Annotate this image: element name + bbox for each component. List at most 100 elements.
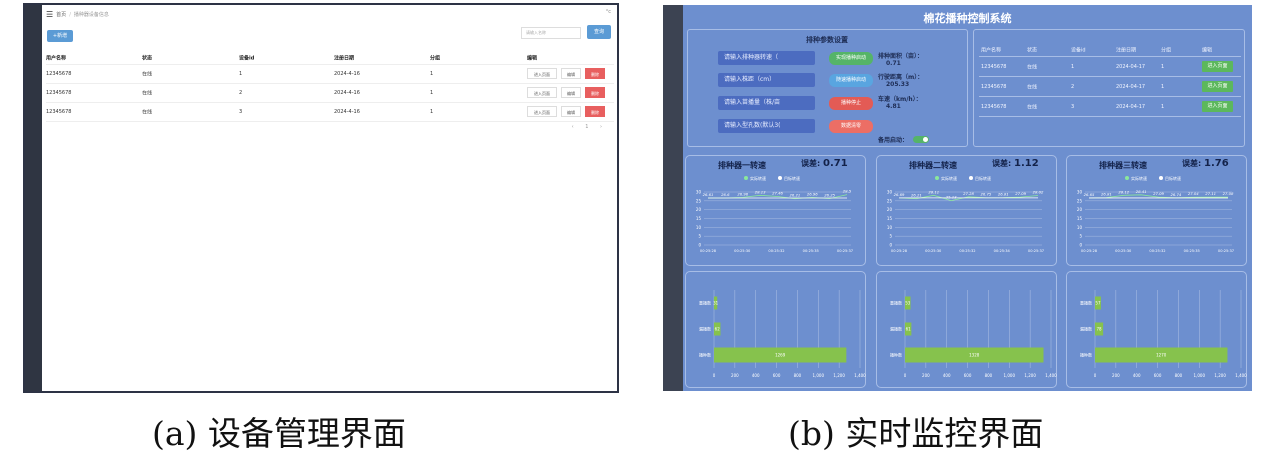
add-button[interactable]: +新增: [47, 30, 73, 42]
data-label: 26.6: [721, 192, 730, 197]
error-label: 误差:: [992, 159, 1012, 168]
cell-status: 在线: [142, 90, 153, 97]
enter-page-button[interactable]: 进入页面: [527, 68, 557, 79]
data-label: 26.65: [1084, 192, 1095, 197]
cell-id: 2: [239, 90, 243, 96]
x-tick-label: 400: [752, 373, 760, 378]
main-content: ☰ 首页 / 播种器设备信息 °c +新增 请输入名称 查询 用户名称 状态 设…: [42, 5, 617, 391]
user-menu[interactable]: °c: [605, 9, 611, 15]
x-tick-label: 1,200: [1024, 373, 1036, 378]
column-header: 编辑: [527, 55, 538, 61]
bar: [714, 296, 718, 310]
cell-date: 2024-4-16: [334, 109, 360, 115]
cell-date: 2024-04-17: [1116, 103, 1146, 110]
error-value: 1.76: [1204, 158, 1229, 169]
enter-page-button[interactable]: 进入页面: [527, 106, 557, 117]
table-header: 用户名称 状态 设备id 注册日期 分组 编辑: [46, 51, 614, 65]
caption-b: (b) 实时监控界面: [788, 414, 1044, 453]
clear-data-button[interactable]: 数据清零: [829, 120, 873, 133]
data-label: 61: [906, 327, 912, 332]
x-tick-label: 00:25:37: [1218, 249, 1234, 253]
data-label: 26.96: [807, 191, 818, 196]
cell-group: 1: [1161, 83, 1165, 90]
stat-label: 排种面积（亩）：: [878, 53, 924, 60]
data-label: 27.46: [772, 190, 783, 195]
y-tick-label: 30: [1077, 190, 1083, 195]
data-label: 28.12: [1118, 189, 1129, 194]
bar: [1095, 347, 1228, 363]
device-panel: 用户名称 状态 设备id 注册日期 分组 编辑 12345678 在线 1 20…: [973, 29, 1245, 147]
stop-seeding-button[interactable]: 播种停止: [829, 97, 873, 110]
hole-count-input[interactable]: 请输入型孔数(默认3(: [718, 119, 815, 133]
delete-button[interactable]: 删除: [585, 106, 605, 117]
speed-seeding-button[interactable]: 随速播种启动: [829, 74, 873, 87]
cell-name: 12345678: [981, 63, 1007, 70]
data-label: 28.11: [928, 189, 939, 194]
x-tick-label: 00:25:35: [803, 249, 819, 253]
chart-title: 排种器三转速: [1099, 161, 1147, 170]
cell-status: 在线: [1027, 104, 1038, 110]
table-row: 12345678 在线 2 2024-4-16 1 进入页面 编辑 删除: [46, 84, 614, 103]
enter-page-button[interactable]: 进入页面: [1202, 101, 1233, 112]
cell-group: 1: [430, 109, 434, 115]
pagination[interactable]: ‹ 1 ›: [571, 124, 607, 130]
spacing-input[interactable]: 请输入株距（cm）: [718, 73, 815, 87]
speed-input[interactable]: 请输入排种器转速（: [718, 51, 815, 65]
category-label: 重播数: [1080, 300, 1092, 306]
start-seeding-button[interactable]: 实现播种启动: [829, 52, 873, 65]
data-label: 28.02: [1033, 189, 1044, 194]
data-label: 26.61: [703, 192, 714, 197]
cell-name: 12345678: [46, 71, 72, 77]
stat-area: 排种面积（亩）： 0.71: [878, 53, 923, 67]
table-header: 用户名称 状态 设备id 注册日期 分组 编辑: [979, 43, 1241, 57]
x-tick-label: 00:25:28: [891, 249, 908, 253]
edit-button[interactable]: 编辑: [561, 87, 581, 98]
cell-group: 1: [1161, 103, 1165, 110]
enter-page-button[interactable]: 进入页面: [1202, 81, 1233, 92]
delete-button[interactable]: 删除: [585, 87, 605, 98]
y-tick-label: 5: [698, 234, 701, 239]
bar: [1095, 296, 1101, 310]
search-input[interactable]: 请输入名称: [521, 27, 581, 39]
chart-error: 误差: 0.71: [801, 158, 848, 169]
data-label: 27.09: [1015, 191, 1026, 196]
x-tick-label: 1,000: [1194, 373, 1206, 378]
seeding-rate-input[interactable]: 请输入苗播量（株/亩: [718, 96, 815, 110]
legend-marker-target: [969, 176, 973, 180]
x-tick-label: 200: [731, 373, 739, 378]
enter-page-button[interactable]: 进入页面: [1202, 61, 1233, 72]
cell-id: 1: [1071, 63, 1075, 70]
edit-button[interactable]: 编辑: [561, 106, 581, 117]
data-label: 26.25: [824, 193, 835, 198]
data-label: 62: [715, 327, 721, 332]
column-header: 注册日期: [334, 55, 355, 61]
legend-label: 目标转速: [784, 175, 800, 181]
x-tick-label: 1,400: [1235, 373, 1247, 378]
bar: [905, 347, 1044, 363]
enter-page-button[interactable]: 进入页面: [527, 87, 557, 98]
data-label: 25.13: [946, 195, 957, 200]
table-row: 12345678 在线 3 2024-04-17 1 进入页面: [979, 97, 1241, 117]
data-label: 53: [905, 301, 911, 306]
x-tick-label: 200: [922, 373, 930, 378]
params-panel: 排种参数设置 请输入排种器转速（ 请输入株距（cm） 请输入苗播量（株/亩 请输…: [687, 29, 968, 147]
data-label: 26.81: [1101, 192, 1112, 197]
table-row: 12345678 在线 1 2024-4-16 1 进入页面 编辑 删除: [46, 65, 614, 84]
data-label: 27.08: [1223, 191, 1234, 196]
column-header: 注册日期: [1116, 47, 1137, 53]
menu-icon[interactable]: ☰: [46, 10, 54, 19]
bar: [905, 296, 911, 310]
delete-button[interactable]: 删除: [585, 68, 605, 79]
query-button[interactable]: 查询: [587, 25, 611, 39]
y-tick-label: 20: [887, 207, 893, 212]
cell-name: 12345678: [46, 109, 72, 115]
auto-toggle[interactable]: [913, 136, 929, 143]
stat-label: 车速（km/h）：: [878, 96, 922, 103]
breadcrumb-home[interactable]: 首页: [56, 12, 67, 18]
bar: [1095, 322, 1104, 336]
x-tick-label: 1,000: [1004, 373, 1016, 378]
edit-button[interactable]: 编辑: [561, 68, 581, 79]
